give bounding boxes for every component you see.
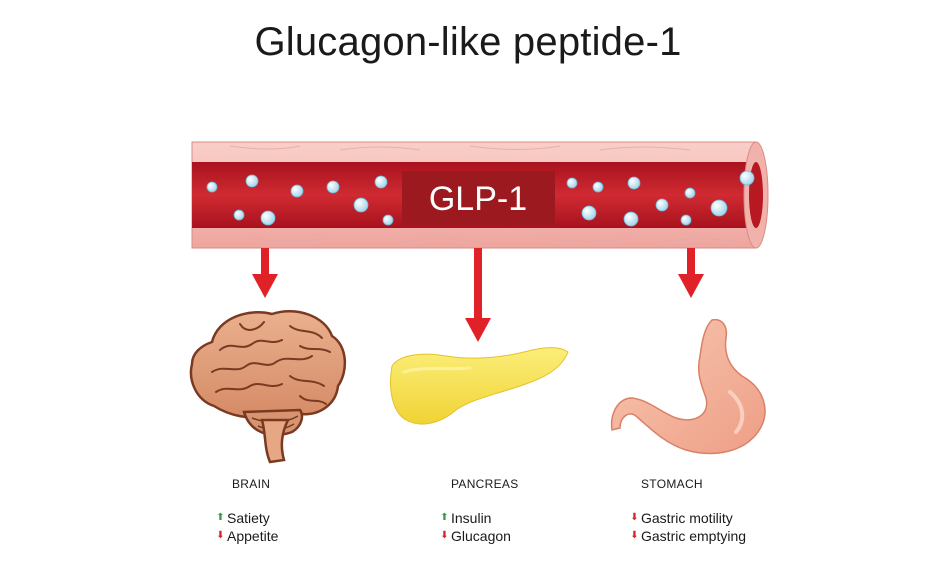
pancreas-icon bbox=[390, 347, 569, 425]
arrow-to-stomach bbox=[678, 248, 704, 298]
brain-icon bbox=[189, 309, 346, 464]
up-arrow-icon: ⬆ bbox=[216, 512, 225, 523]
diagram-title: Glucagon-like peptide-1 bbox=[254, 20, 682, 64]
effect-row: ⬇ Appetite bbox=[216, 527, 278, 545]
pancreas-effects: ⬆ Insulin ⬇ Glucagon bbox=[440, 509, 511, 545]
effect-text: Glucagon bbox=[451, 528, 511, 544]
brain-effects: ⬆ Satiety ⬇ Appetite bbox=[216, 509, 278, 545]
effect-text: Satiety bbox=[227, 510, 270, 526]
arrow-to-pancreas bbox=[465, 248, 491, 342]
effect-row: ⬇ Gastric motility bbox=[630, 509, 746, 527]
effect-row: ⬇ Gastric emptying bbox=[630, 527, 746, 545]
stomach-effects: ⬇ Gastric motility ⬇ Gastric emptying bbox=[630, 509, 746, 545]
blood-cells bbox=[206, 170, 755, 227]
blood-vessel: GLP-1 bbox=[191, 141, 769, 249]
effect-text: Appetite bbox=[227, 528, 279, 544]
stomach-icon bbox=[610, 318, 766, 455]
down-arrow-icon: ⬇ bbox=[630, 512, 639, 523]
glp1-label: GLP-1 bbox=[429, 180, 527, 218]
organ-label-brain: BRAIN bbox=[232, 477, 271, 491]
effect-text: Gastric emptying bbox=[641, 528, 747, 544]
down-arrow-icon: ⬇ bbox=[216, 530, 225, 541]
effect-text: Insulin bbox=[451, 510, 492, 526]
arrows bbox=[252, 248, 704, 342]
up-arrow-icon: ⬆ bbox=[440, 512, 449, 523]
glp1-label-box bbox=[402, 171, 555, 225]
down-arrow-icon: ⬇ bbox=[440, 530, 449, 541]
down-arrow-icon: ⬇ bbox=[630, 530, 639, 541]
effect-row: ⬆ Insulin bbox=[440, 509, 511, 527]
organ-label-stomach: STOMACH bbox=[641, 477, 703, 491]
effect-row: ⬇ Glucagon bbox=[440, 527, 511, 545]
effect-row: ⬆ Satiety bbox=[216, 509, 278, 527]
effect-text: Gastric motility bbox=[641, 510, 733, 526]
arrow-to-brain bbox=[252, 248, 278, 298]
organ-label-pancreas: PANCREAS bbox=[451, 477, 519, 491]
